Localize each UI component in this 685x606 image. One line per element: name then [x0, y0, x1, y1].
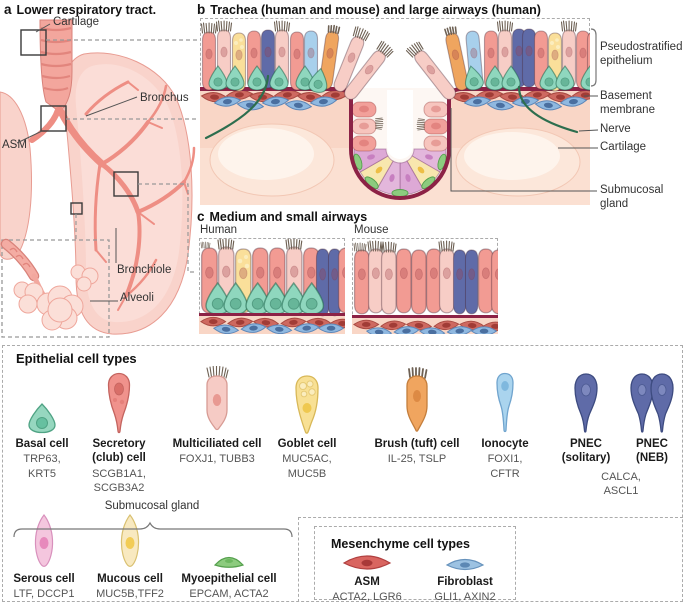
cell-name: Ionocyte: [481, 438, 529, 450]
asm-icon: [342, 555, 392, 570]
cell-genes: FOXJ1, TUBB3: [179, 453, 255, 466]
cell-ionocyte: Ionocyte FOXI1, CFTR: [473, 362, 537, 481]
secretory-cell-icon: [107, 372, 131, 434]
cell-genes: LTF, DCCP1: [13, 588, 75, 601]
epithelial-section-title: Epithelial cell types: [16, 351, 137, 366]
ionocyte-icon: [496, 372, 514, 433]
cell-genes: IL-25, TSLP: [387, 453, 447, 466]
cell-genes: GLI1, AXIN2: [434, 591, 496, 604]
cell-goblet: Goblet cell MUC5AC, MUC5B: [267, 362, 347, 481]
label-mouse: Mouse: [354, 224, 389, 236]
section-divider-horizontal: [298, 517, 683, 518]
pnec-solitary-icon: [574, 373, 598, 433]
label-basement-membrane: Basement membrane: [600, 90, 655, 117]
panel-c-title: Medium and small airways: [209, 210, 368, 224]
panel-a-letter: a: [4, 2, 12, 17]
cell-genes: MUC5AC, MUC5B: [282, 453, 332, 480]
panel-c-human-illustration: [199, 238, 345, 334]
panel-c-mouse-illustration: [352, 240, 498, 334]
cell-name: PNEC (solitary): [561, 438, 611, 465]
label-asm: ASM: [2, 139, 27, 151]
cell-pnec-neb: PNEC (NEB): [624, 362, 680, 466]
label-pseudostratified-epithelium: Pseudostratified epithelium: [600, 41, 683, 68]
cell-brush: Brush (tuft) cell IL-25, TSLP: [361, 362, 473, 467]
section-divider-vertical: [298, 517, 299, 602]
panel-a-heading: a Lower respiratory tract.: [4, 2, 156, 17]
cell-name: Serous cell: [13, 573, 75, 585]
label-bronchus: Bronchus: [140, 92, 189, 104]
label-bronchiole: Bronchiole: [117, 264, 172, 276]
cell-genes: FOXI1, CFTR: [487, 453, 523, 480]
cell-name: Goblet cell: [277, 438, 337, 450]
brush-cell-icon: [406, 367, 428, 432]
cell-serous: Serous cell LTF, DCCP1: [2, 512, 86, 602]
label-cartilage: Cartilage: [53, 16, 100, 28]
cell-secretory: Secretory (club) cell SCGB1A1, SCGB3A2: [83, 362, 155, 496]
serous-cell-icon: [34, 514, 54, 567]
label-human: Human: [200, 224, 238, 236]
label-alveoli: Alveoli: [120, 292, 154, 304]
label-nerve: Nerve: [600, 123, 631, 135]
pnec-shared-genes: CALCA, ASCL1: [601, 471, 641, 498]
myoepithelial-cell-icon: [213, 556, 245, 568]
panel-b-letter: b: [197, 2, 206, 17]
cell-name: Myoepithelial cell: [181, 573, 277, 585]
multiciliated-cell-icon: [206, 366, 229, 431]
cell-multiciliated: Multiciliated cell FOXJ1, TUBB3: [165, 362, 269, 467]
panel-b-illustration: [200, 20, 590, 205]
cell-basal: Basal cell TRP63, KRT5: [10, 362, 74, 481]
cell-name: PNEC (NEB): [636, 438, 668, 465]
mesenchyme-title: Mesenchyme cell types: [331, 537, 470, 551]
cell-name: Fibroblast: [437, 576, 493, 588]
label-submucosal-gland: Submucosal gland: [600, 184, 664, 211]
cell-genes: TRP63, KRT5: [23, 453, 61, 480]
submucosal-gland-group-title: Submucosal gland: [104, 500, 200, 512]
pnec-neb-icon: [630, 373, 674, 433]
cell-name: Mucous cell: [97, 573, 163, 585]
epithelium-left: [200, 20, 395, 103]
cell-name: Brush (tuft) cell: [374, 438, 460, 450]
basal-cell-icon: [28, 403, 56, 434]
panel-a-illustration: [0, 19, 196, 338]
goblet-cell-icon: [295, 375, 319, 434]
cell-name: Secretory (club) cell: [92, 438, 146, 465]
fibroblast-icon: [445, 558, 485, 571]
cell-myoepithelial: Myoepithelial cell EPCAM, ACTA2: [170, 512, 288, 602]
cell-name: ASM: [354, 576, 380, 588]
mucous-cell-icon: [120, 514, 140, 567]
cell-genes: MUC5B,TFF2: [96, 588, 164, 601]
cell-name: Multiciliated cell: [172, 438, 262, 450]
panel-c-heading: c Medium and small airways: [197, 209, 367, 224]
panel-a-title: Lower respiratory tract.: [16, 3, 157, 17]
panel-c-letter: c: [197, 209, 205, 224]
cell-pnec-solitary: PNEC (solitary): [552, 362, 620, 466]
cell-mucous: Mucous cell MUC5B,TFF2: [84, 512, 176, 602]
label-cartilage-b: Cartilage: [600, 141, 647, 153]
cell-genes: EPCAM, ACTA2: [189, 588, 269, 601]
pseudostratified-bracket: [590, 28, 597, 87]
cell-name: Basal cell: [15, 438, 69, 450]
cell-genes: ACTA2, LGR6: [332, 591, 402, 604]
cell-asm: ASM ACTA2, LGR6: [327, 553, 407, 605]
epithelial-section-box: [2, 345, 683, 602]
mesenchyme-box: Mesenchyme cell types ASM ACTA2, LGR6 Fi…: [314, 526, 516, 603]
epithelium-right: [405, 20, 590, 103]
panel-b-heading: b Trachea (human and mouse) and large ai…: [197, 2, 541, 17]
panel-b-title: Trachea (human and mouse) and large airw…: [210, 3, 541, 17]
alveoli-inset-box: [1, 239, 110, 338]
alveoli-inset-art: [0, 238, 99, 331]
cell-fibroblast: Fibroblast GLI1, AXIN2: [425, 553, 505, 605]
cell-genes: SCGB1A1, SCGB3A2: [92, 467, 146, 495]
